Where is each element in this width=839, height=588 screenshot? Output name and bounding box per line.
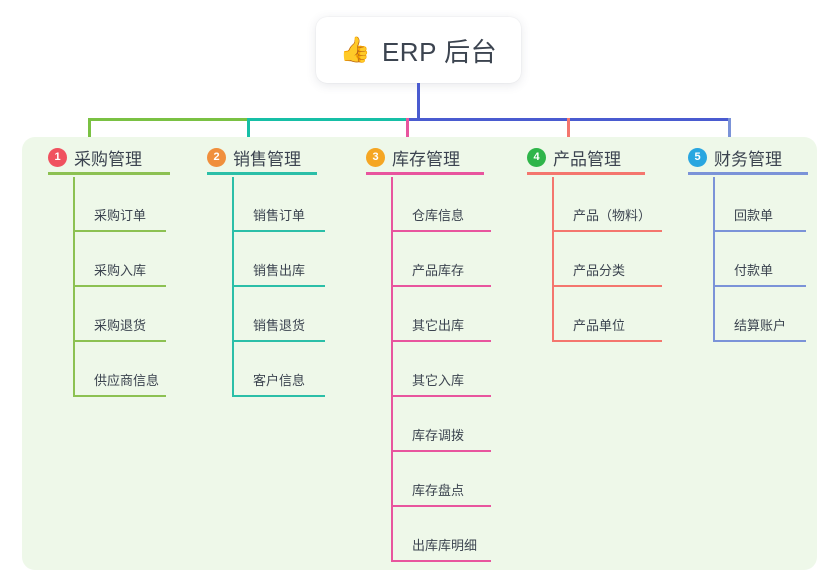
item-label: 客户信息 [253, 373, 306, 388]
item-underline [73, 230, 166, 232]
branch-header-5[interactable]: 5 财务管理 [688, 145, 782, 170]
connector-bus-segment-1 [88, 118, 250, 121]
connector-drop-5 [728, 118, 731, 145]
item-underline [552, 340, 662, 342]
branch-title-3: 库存管理 [392, 150, 460, 169]
item-spine [552, 287, 554, 342]
item-label: 产品库存 [412, 263, 465, 278]
item-spine [391, 287, 393, 342]
item-underline [391, 395, 491, 397]
item-label: 产品（物料） [573, 208, 652, 223]
branch-underline-1 [48, 172, 170, 175]
item-spine [232, 287, 234, 342]
item-label: 付款单 [734, 263, 774, 278]
item-spine [232, 177, 234, 232]
branch-underline-4 [527, 172, 645, 175]
branch-header-1[interactable]: 1 采购管理 [48, 145, 142, 170]
item-label: 采购订单 [94, 208, 147, 223]
item-underline [552, 230, 662, 232]
branch-badge-1: 1 [48, 148, 67, 167]
item-label: 库存调拨 [412, 428, 465, 443]
item-spine [73, 177, 75, 232]
branch-header-2[interactable]: 2 销售管理 [207, 145, 301, 170]
item-underline [552, 285, 662, 287]
item-label: 其它出库 [412, 318, 465, 333]
item-spine [232, 342, 234, 397]
connector-drop-3 [406, 118, 409, 145]
item-label: 库存盘点 [412, 483, 465, 498]
item-underline [713, 230, 806, 232]
item-spine [73, 232, 75, 287]
item-spine [391, 397, 393, 452]
branch-header-4[interactable]: 4 产品管理 [527, 145, 621, 170]
item-spine [391, 452, 393, 507]
item-underline [391, 450, 491, 452]
item-underline [391, 505, 491, 507]
item-spine [713, 177, 715, 232]
item-label: 其它入库 [412, 373, 465, 388]
item-underline [713, 340, 806, 342]
item-label: 产品分类 [573, 263, 626, 278]
item-spine [552, 177, 554, 232]
item-spine [73, 342, 75, 397]
item-underline [713, 285, 806, 287]
branch-title-1: 采购管理 [74, 150, 142, 169]
branch-underline-3 [366, 172, 484, 175]
item-spine [391, 507, 393, 562]
item-label: 产品单位 [573, 318, 626, 333]
branch-badge-2: 2 [207, 148, 226, 167]
item-label: 采购退货 [94, 318, 147, 333]
branches-panel [22, 137, 817, 570]
item-spine [713, 287, 715, 342]
item-label: 回款单 [734, 208, 774, 223]
item-underline [73, 340, 166, 342]
branch-underline-5 [688, 172, 808, 175]
connector-bus-segment-2 [247, 118, 409, 121]
item-label: 仓库信息 [412, 208, 465, 223]
root-node-title: ERP 后台 [381, 36, 498, 67]
item-spine [391, 232, 393, 287]
item-label: 销售出库 [253, 263, 306, 278]
item-spine [391, 177, 393, 232]
item-label: 销售订单 [253, 208, 306, 223]
item-spine [232, 232, 234, 287]
branch-title-5: 财务管理 [714, 150, 782, 169]
connector-drop-4 [567, 118, 570, 145]
item-underline [232, 230, 325, 232]
item-spine [713, 232, 715, 287]
item-spine [73, 287, 75, 342]
item-spine [552, 232, 554, 287]
item-underline [391, 285, 491, 287]
branch-badge-5: 5 [688, 148, 707, 167]
branch-title-2: 销售管理 [233, 150, 301, 169]
branch-badge-4: 4 [527, 148, 546, 167]
item-underline [391, 230, 491, 232]
connector-root-stem [417, 83, 420, 121]
item-label: 结算账户 [734, 318, 787, 333]
item-label: 销售退货 [253, 318, 306, 333]
item-underline [232, 340, 325, 342]
connector-drop-2 [247, 118, 250, 145]
thumbs-up-icon: 👍 [339, 35, 371, 64]
item-label: 供应商信息 [94, 373, 160, 388]
item-underline [73, 285, 166, 287]
branch-header-3[interactable]: 3 库存管理 [366, 145, 460, 170]
branch-underline-2 [207, 172, 317, 175]
connector-drop-1 [88, 118, 91, 145]
item-underline [391, 560, 491, 562]
item-spine [391, 342, 393, 397]
root-node[interactable]: 👍 ERP 后台 [316, 17, 521, 83]
item-label: 出库库明细 [412, 538, 478, 553]
item-underline [391, 340, 491, 342]
item-label: 采购入库 [94, 263, 147, 278]
item-underline [232, 285, 325, 287]
branch-title-4: 产品管理 [553, 150, 621, 169]
branch-badge-3: 3 [366, 148, 385, 167]
item-underline [232, 395, 325, 397]
item-underline [73, 395, 166, 397]
